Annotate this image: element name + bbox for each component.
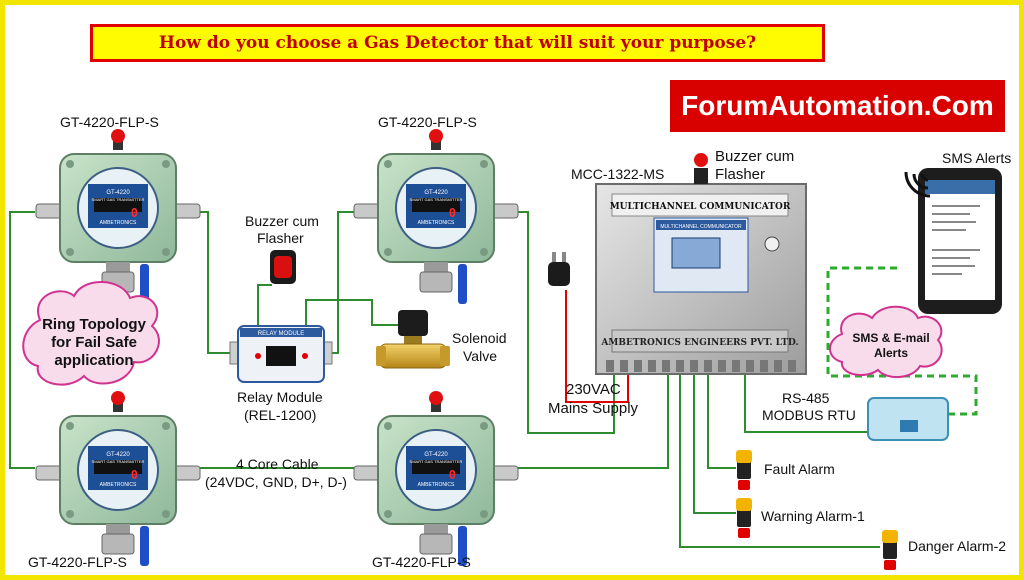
buzzer-flasher-mcc: [694, 153, 708, 184]
warning-alarm-lamp: [736, 498, 752, 538]
relay-module-label: Relay Module: [237, 389, 323, 405]
gas-detector-top-left: [35, 128, 201, 305]
ring-cable-left: [9, 211, 35, 469]
fault-alarm-label: Fault Alarm: [764, 461, 835, 477]
detector-panel-sub: SMART GAS TRANSMITTER: [410, 197, 463, 202]
rs485-wire: [744, 372, 868, 433]
ring-topology-line-3: application: [54, 352, 134, 369]
buzzer-flasher-relay: [270, 250, 296, 284]
relay-buzzer-label-2: Flasher: [257, 230, 304, 246]
detector-panel-heading: GT-4220: [106, 452, 130, 458]
brand-logo-text: ForumAutomation.Com: [681, 90, 994, 121]
ring-topology-cloud: [22, 281, 160, 386]
detector-panel-heading: GT-4220: [106, 190, 130, 196]
danger-alarm-label: Danger Alarm-2: [908, 538, 1007, 554]
solenoid-valve: [376, 310, 450, 369]
warning-wire: [693, 372, 736, 514]
rs485-label-2: MODBUS RTU: [762, 407, 856, 423]
title-banner: How do you choose a Gas Detector that wi…: [90, 24, 825, 62]
ring-topology-line-1: Ring Topology: [42, 316, 146, 333]
solenoid-cable: [305, 299, 398, 335]
detector-label-bottom-right: GT-4220-FLP-S: [372, 554, 471, 570]
detector-label-top-right: GT-4220-FLP-S: [378, 114, 477, 130]
mains-label-2: Mains Supply: [548, 400, 639, 417]
detector-display: 0: [131, 468, 138, 482]
detector-panel-sub: SMART GAS TRANSMITTER: [92, 459, 145, 464]
ring-topology-line-2: for Fail Safe: [51, 334, 137, 351]
buzzer-cable: [257, 284, 272, 335]
page-title: How do you choose a Gas Detector that wi…: [158, 33, 757, 53]
relay-module-model: (REL-1200): [244, 407, 317, 423]
email-cloud: [829, 305, 943, 378]
relay-cable-left: [200, 211, 240, 354]
gas-detector-top-right: [353, 128, 519, 305]
solenoid-label-2: Valve: [463, 348, 497, 364]
detector-maker: AMBETRONICS: [100, 220, 137, 226]
wiring: [9, 211, 880, 548]
relay-module: [229, 325, 333, 383]
email-alerts-line-2: Alerts: [873, 346, 908, 360]
mains-plug: [548, 252, 570, 286]
rs485-module: [867, 397, 949, 441]
detector-display: 0: [449, 468, 456, 482]
gas-detector-bottom-right: [353, 390, 519, 567]
detector-panel-heading: GT-4220: [424, 452, 448, 458]
mcc-buzzer-label-1: Buzzer cum: [715, 148, 795, 165]
gas-detector-bottom-left: [35, 390, 201, 567]
relay-buzzer-label-1: Buzzer cum: [245, 213, 319, 229]
detector-maker: AMBETRONICS: [418, 220, 455, 226]
cable-label-1: 4 Core Cable: [236, 456, 319, 472]
wifi-icon: [904, 171, 931, 198]
fault-wire: [707, 372, 736, 469]
mains-wire: [565, 290, 629, 403]
detector-panel-heading: GT-4220: [424, 190, 448, 196]
mcc-cable-bottom: [505, 372, 669, 469]
mcc-buzzer-label-2: Flasher: [715, 166, 766, 183]
detector-panel-sub: SMART GAS TRANSMITTER: [410, 459, 463, 464]
email-alerts-line-1: SMS & E-mail: [852, 331, 930, 345]
detector-label-bottom-left: GT-4220-FLP-S: [28, 554, 127, 570]
brand-banner: ForumAutomation.Com: [670, 80, 1005, 132]
ring-topology-text: Ring Topology for Fail Safe application: [32, 316, 156, 370]
mcc-plate-bottom: AMBETRONICS ENGINEERS PVT. LTD.: [600, 338, 798, 348]
sms-alerts-label: SMS Alerts: [942, 150, 1012, 166]
warning-alarm-label: Warning Alarm-1: [761, 508, 865, 524]
mobile-phone: [918, 168, 1002, 314]
detector-label-top-left: GT-4220-FLP-S: [60, 114, 159, 130]
mcc-plate-top: MULTICHANNEL COMMUNICATOR: [610, 202, 791, 212]
mains-label-1: 230VAC: [566, 381, 621, 398]
fault-alarm-lamp: [736, 450, 752, 490]
danger-alarm-lamp: [882, 530, 898, 570]
danger-wire: [679, 372, 880, 548]
solenoid-label-1: Solenoid: [452, 330, 507, 346]
detector-maker: AMBETRONICS: [100, 482, 137, 488]
detector-maker: AMBETRONICS: [418, 482, 455, 488]
detector-display: 0: [449, 206, 456, 220]
relay-panel-title: RELAY MODULE: [258, 331, 304, 337]
mcc-screen-title: MULTICHANNEL COMMUNICATOR: [660, 224, 742, 230]
cable-label-2: (24VDC, GND, D+, D-): [205, 474, 347, 490]
relay-cable-right: [322, 211, 368, 354]
detector-panel-sub: SMART GAS TRANSMITTER: [92, 197, 145, 202]
mcc-model-label: MCC-1322-MS: [571, 166, 665, 182]
detector-display: 0: [131, 206, 138, 220]
email-alerts-text: SMS & E-mail Alerts: [836, 331, 946, 361]
multichannel-communicator: [595, 183, 807, 375]
rs485-label-1: RS-485: [782, 390, 830, 406]
mcc-cable-top: [505, 211, 615, 434]
